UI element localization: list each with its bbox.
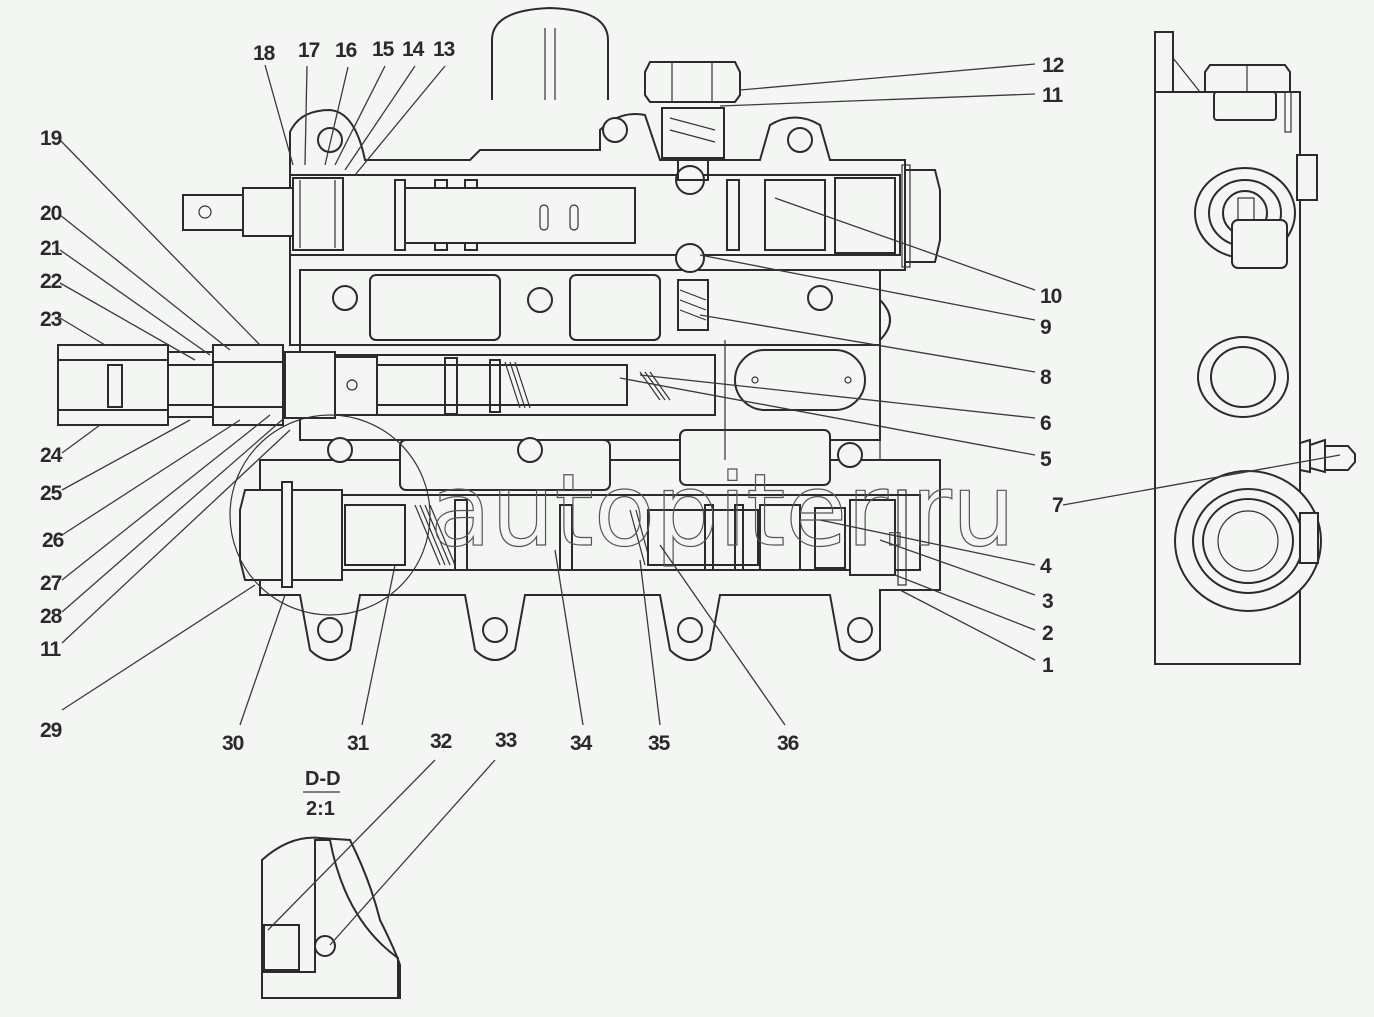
callout-30: 30 — [222, 732, 244, 755]
callout-11: 11 — [1042, 84, 1064, 107]
callout-11-left: 11 — [40, 638, 62, 661]
callout-24: 24 — [40, 444, 63, 467]
callout-21: 21 — [40, 237, 63, 260]
callouts-top: 18 17 16 15 14 13 — [253, 38, 456, 65]
leader-lines — [59, 63, 1341, 946]
callout-6: 6 — [1040, 412, 1051, 435]
callout-19: 19 — [40, 127, 62, 150]
spool-lower — [239, 481, 907, 588]
plug-upper — [644, 61, 741, 331]
callout-12: 12 — [1042, 54, 1064, 77]
callout-35: 35 — [648, 732, 671, 755]
section-scale: 2:1 — [306, 798, 335, 820]
callout-5: 5 — [1040, 448, 1052, 471]
callout-27: 27 — [40, 572, 62, 595]
side-view — [1154, 31, 1356, 665]
callout-3: 3 — [1042, 590, 1053, 613]
callout-26: 26 — [42, 529, 64, 552]
callout-32: 32 — [430, 730, 452, 753]
callout-22: 22 — [40, 270, 62, 293]
callout-2: 2 — [1042, 622, 1053, 645]
section-detail-dd — [261, 836, 401, 999]
callouts-right: 12 11 10 9 8 6 5 7 4 3 2 1 — [1040, 54, 1065, 677]
callout-28: 28 — [40, 605, 63, 628]
callout-18: 18 — [253, 42, 276, 65]
callout-4: 4 — [1040, 555, 1052, 578]
callout-9: 9 — [1040, 316, 1051, 339]
callout-31: 31 — [347, 732, 370, 755]
callout-25: 25 — [40, 482, 63, 505]
callout-29: 29 — [40, 719, 62, 742]
section-name: D-D — [305, 768, 341, 790]
callout-8: 8 — [1040, 366, 1052, 389]
svg-text:autopiter.ru: autopiter.ru — [430, 452, 1015, 569]
callouts-bottom: 30 31 32 33 34 35 36 — [222, 729, 800, 755]
spool-upper — [182, 164, 941, 273]
callout-13: 13 — [433, 38, 455, 61]
callout-16: 16 — [335, 39, 357, 62]
watermark: autopiter.ru — [229, 414, 1016, 616]
callout-33: 33 — [495, 729, 517, 752]
callout-17: 17 — [298, 39, 320, 62]
callout-34: 34 — [570, 732, 593, 755]
callout-20: 20 — [40, 202, 62, 225]
callout-23: 23 — [40, 308, 62, 331]
callout-7: 7 — [1052, 494, 1063, 517]
callout-15: 15 — [372, 38, 395, 61]
callout-10: 10 — [1040, 285, 1062, 308]
callout-14: 14 — [402, 38, 425, 61]
callout-36: 36 — [777, 732, 799, 755]
callout-1: 1 — [1042, 654, 1054, 677]
callouts-left: 19 20 21 22 23 24 25 26 27 28 11 29 — [40, 127, 65, 742]
